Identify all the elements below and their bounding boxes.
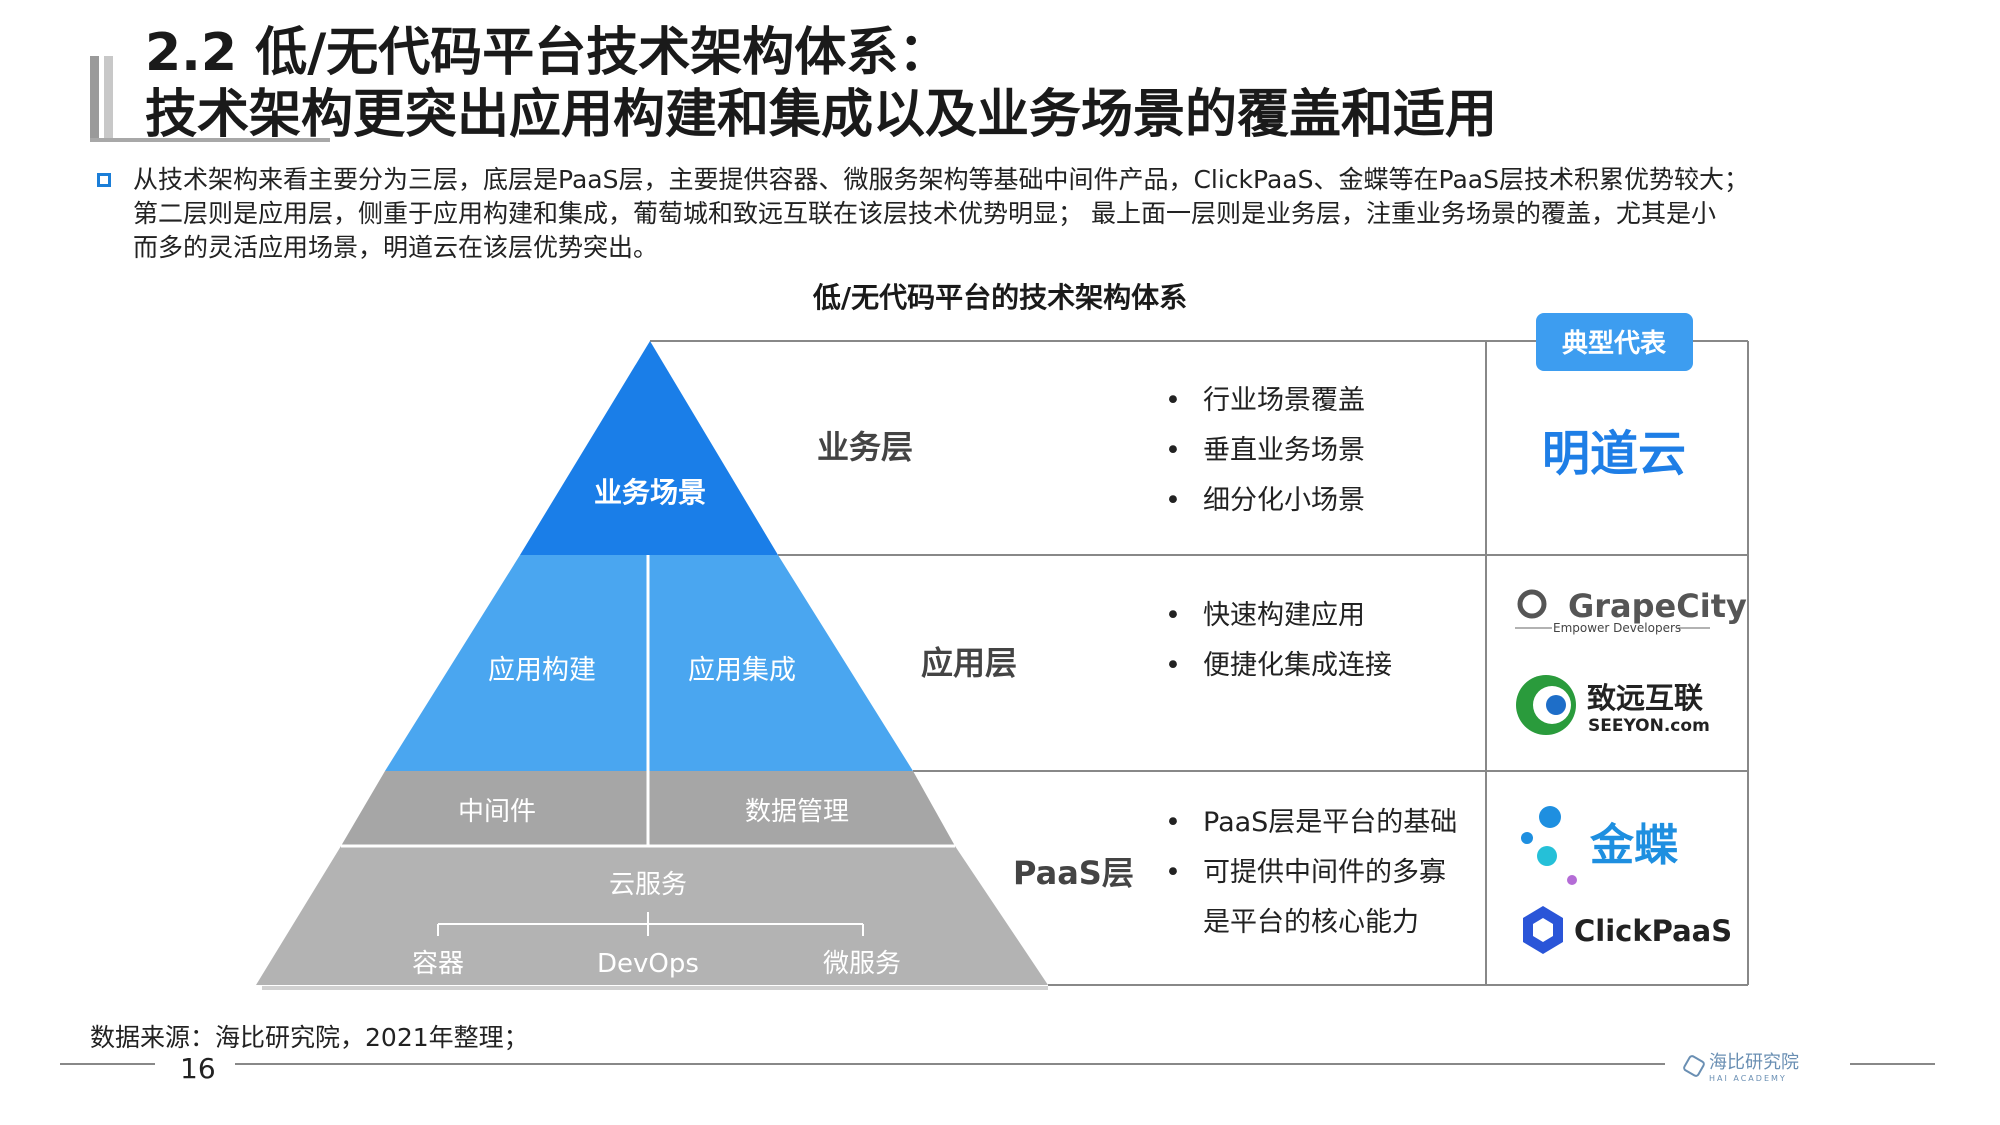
layer-name-paas: PaaS层 <box>1013 854 1134 892</box>
kingdee-dot-icon <box>1537 846 1557 866</box>
logo-clickpaas: ClickPaaS <box>1574 914 1732 948</box>
bullet-mark: • <box>1165 385 1181 416</box>
bullet-text: 可提供中间件的多寡 <box>1203 857 1446 888</box>
pyramid-base-item: 容器 <box>412 949 464 979</box>
bullet-mark: • <box>1165 807 1181 838</box>
accent-bar-light <box>104 56 113 140</box>
page-title-line1: 2.2 低/无代码平台技术架构体系： <box>145 23 951 83</box>
pyramid-base-item: DevOps <box>597 949 699 979</box>
footer-rule <box>235 1063 1665 1065</box>
kingdee-dot-icon <box>1521 832 1533 844</box>
pyramid-base-section <box>256 846 1048 985</box>
bullet-mark: • <box>1165 435 1181 466</box>
bullet-text: 垂直业务场景 <box>1203 435 1365 466</box>
clickpaas-hex-inner <box>1533 918 1553 942</box>
pyramid-label-mid-right: 应用集成 <box>688 655 796 686</box>
bullet-text: 是平台的核心能力 <box>1203 907 1419 938</box>
logo-seeyon-group: 致远互联 SEEYON.com <box>1516 675 1710 736</box>
kingdee-dot-icon <box>1539 806 1561 828</box>
data-source-note: 数据来源：海比研究院，2021年整理； <box>90 1023 529 1052</box>
bullet-text: PaaS层是平台的基础 <box>1203 807 1457 838</box>
logo-clickpaas-group: ClickPaaS <box>1523 906 1732 954</box>
bullet-mark: • <box>1165 650 1181 681</box>
diagram-title: 低/无代码平台的技术架构体系 <box>812 281 1188 314</box>
bullet-mark: • <box>1165 600 1181 631</box>
logo-kingdee-group: 金蝶 <box>1521 806 1679 885</box>
bullet-mark: • <box>1165 857 1181 888</box>
logo-grapecity-tagline: Empower Developers <box>1553 621 1681 635</box>
base-bracket <box>437 912 864 936</box>
footer-brand-name: 海比研究院 <box>1709 1052 1799 1073</box>
logo-grapecity-group: GrapeCity Empower Developers <box>1515 587 1747 635</box>
title-accent-bars <box>90 56 120 140</box>
page-number: 16 <box>180 1052 216 1085</box>
square-bullet-icon <box>97 173 111 187</box>
pyramid-label-top: 业务场景 <box>594 476 706 509</box>
accent-bar-dark <box>90 56 99 140</box>
intro-line: 而多的灵活应用场景，明道云在该层优势突出。 <box>133 233 659 262</box>
bullet-text: 细分化小场景 <box>1203 485 1365 516</box>
intro-line: 从技术架构来看主要分为三层，底层是PaaS层，主要提供容器、微服务架构等基础中间… <box>133 165 1749 194</box>
logo-seeyon-en: SEEYON.com <box>1588 716 1710 736</box>
layer-name-application: 应用层 <box>921 644 1017 682</box>
layer-name-business: 业务层 <box>817 428 913 466</box>
footer-rule-right <box>1850 1063 1935 1065</box>
pyramid-top-section <box>520 341 778 555</box>
footer-rule-left <box>60 1063 155 1065</box>
representative-badge <box>1536 313 1693 371</box>
pyramid-label-base: 云服务 <box>609 870 687 900</box>
bullet-text: 快速构建应用 <box>1203 600 1365 631</box>
logo-seeyon-cn: 致远互联 <box>1587 681 1703 715</box>
logo-kingdee: 金蝶 <box>1589 820 1679 871</box>
bullet-text: 便捷化集成连接 <box>1203 650 1392 681</box>
footer-brand: 海比研究院 HAI ACADEMY <box>1681 1048 1799 1083</box>
logo-mingdao: 明道云 <box>1542 426 1686 482</box>
representative-badge-label: 典型代表 <box>1562 329 1667 359</box>
intro-paragraph: 从技术架构来看主要分为三层，底层是PaaS层，主要提供容器、微服务架构等基础中间… <box>133 163 1913 265</box>
brand-hex-icon <box>1681 1053 1707 1078</box>
intro-line: 第二层则是应用层，侧重于应用构建和集成，葡萄城和致远互联在该层技术优势明显； 最… <box>133 199 1716 228</box>
title-underline <box>90 138 330 142</box>
page-title-line2: 技术架构更突出应用构建和集成以及业务场景的覆盖和适用 <box>145 85 1498 145</box>
pyramid-label-low-right: 数据管理 <box>745 797 849 827</box>
seeyon-mark-core <box>1546 695 1566 715</box>
pyramid-label-mid-left: 应用构建 <box>488 655 596 686</box>
bullet-text: 行业场景覆盖 <box>1203 385 1365 416</box>
bullet-mark: • <box>1165 485 1181 516</box>
pyramid-label-low-left: 中间件 <box>458 797 536 827</box>
footer-brand-sub: HAI ACADEMY <box>1709 1074 1787 1083</box>
footer-brand-text: 海比研究院 HAI ACADEMY <box>1709 1048 1799 1083</box>
kingdee-dot-icon <box>1567 875 1577 885</box>
grapecity-mark-icon <box>1517 589 1547 619</box>
logo-grapecity: GrapeCity <box>1568 587 1747 625</box>
pyramid-base-item: 微服务 <box>823 949 901 979</box>
